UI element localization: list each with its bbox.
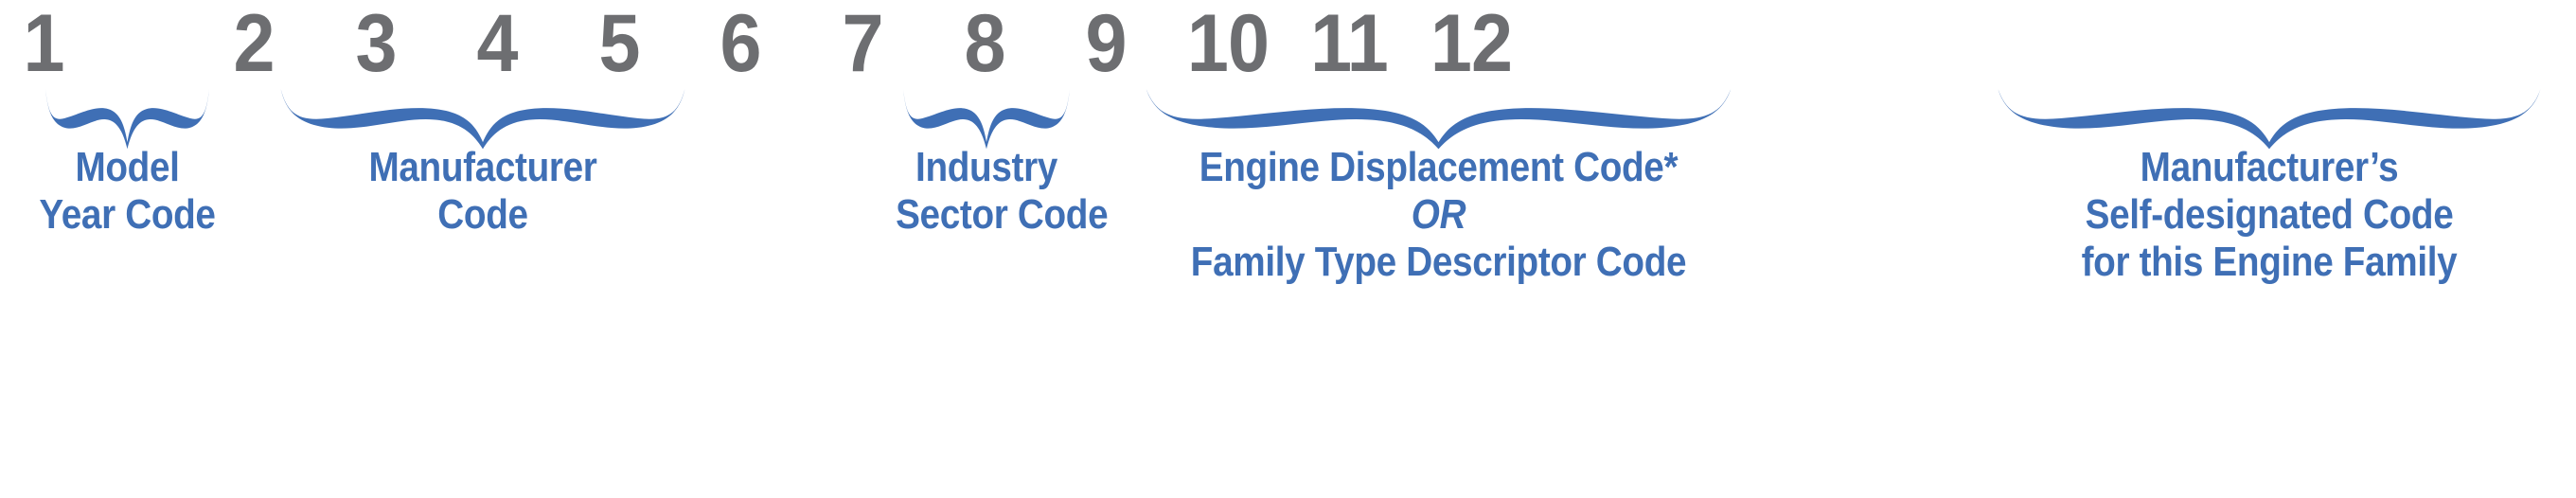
position-number-4: 4 — [476, 0, 518, 89]
position-number-2: 2 — [233, 0, 275, 89]
curly-brace-icon — [278, 87, 687, 150]
caption-line: OR — [1411, 191, 1466, 238]
position-number-10: 10 — [1186, 0, 1270, 89]
curly-brace-icon — [902, 87, 1071, 150]
position-number-8: 8 — [964, 0, 1005, 89]
caption-line: Manufacturer’s — [2140, 144, 2399, 190]
position-number-5: 5 — [598, 0, 640, 89]
caption-line: Model — [75, 144, 180, 190]
caption-line: Family Type Descriptor Code — [1190, 239, 1687, 285]
position-number-7: 7 — [842, 0, 883, 89]
curly-brace-icon — [44, 87, 210, 150]
position-number-1: 1 — [23, 0, 64, 89]
position-number-11: 11 — [1310, 0, 1389, 89]
caption-line: Year Code — [39, 191, 216, 238]
curly-brace-icon — [1995, 87, 2544, 150]
caption-line: Industry — [915, 144, 1057, 190]
caption-line: for this Engine Family — [2081, 239, 2458, 285]
position-number-9: 9 — [1085, 0, 1127, 89]
caption-line: Sector Code — [896, 191, 1109, 238]
position-number-6: 6 — [720, 0, 761, 89]
caption-line: Manufacturer — [368, 144, 597, 190]
curly-brace-icon — [1143, 87, 1734, 150]
caption-line: Engine Displacement Code* — [1199, 144, 1679, 190]
caption-line: Code — [437, 191, 528, 238]
position-number-3: 3 — [355, 0, 397, 89]
caption-line: Self-designated Code — [2085, 191, 2454, 238]
position-number-12: 12 — [1430, 0, 1513, 89]
